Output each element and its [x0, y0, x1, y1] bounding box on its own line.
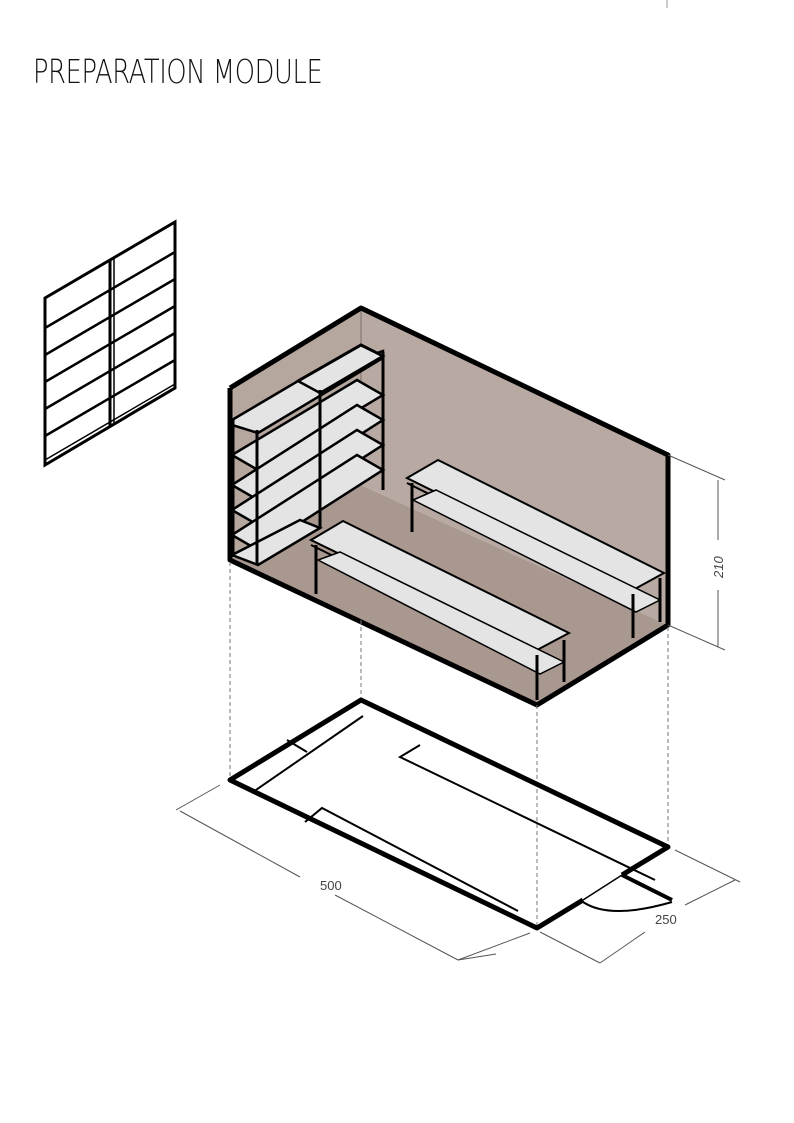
page-title: PREPARATION MODULE: [33, 52, 323, 91]
dimension-width: 250: [655, 912, 677, 927]
floor-plan: [227, 697, 673, 931]
window-elevation: [43, 219, 177, 468]
dimension-length: 500: [320, 878, 342, 893]
prep-table-front: [308, 519, 572, 700]
projection-lines: [229, 562, 669, 928]
dimension-lines: [175, 454, 741, 964]
prep-table-back: [404, 458, 667, 638]
room-3d: [227, 305, 671, 708]
shelving-unit: [228, 343, 386, 567]
dimension-height: 210: [711, 556, 726, 579]
